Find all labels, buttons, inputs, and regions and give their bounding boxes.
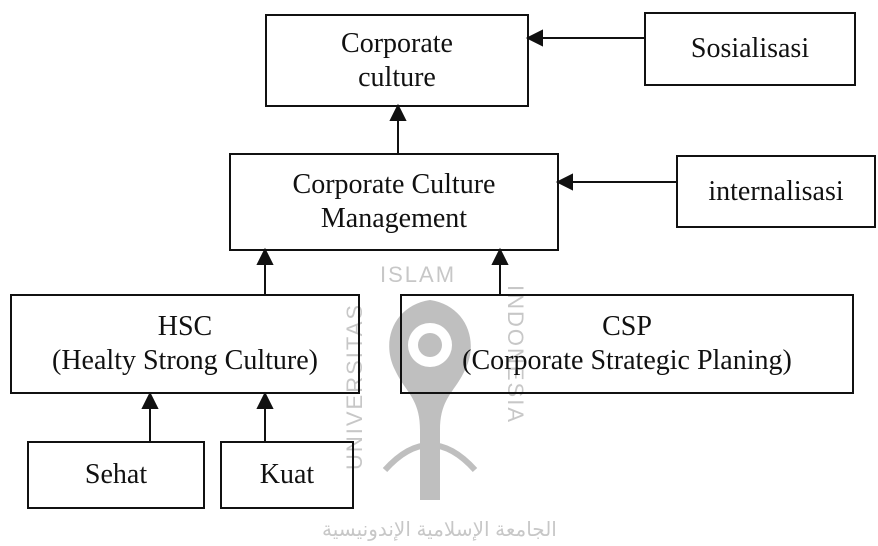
csp-subtitle: (Corporate Strategic Planing) (462, 345, 792, 376)
corporate-culture-box: Corporate culture (265, 14, 529, 107)
arrowhead-csp-to-management (491, 247, 509, 265)
csp-title: CSP (602, 311, 652, 342)
arrowhead-internalisasi (555, 173, 573, 191)
arrowhead-sosialisasi (525, 29, 543, 47)
kuat-label: Kuat (259, 459, 315, 490)
sehat-box: Sehat (27, 441, 205, 509)
hsc-box: HSC (Healty Strong Culture) (10, 294, 360, 394)
hsc-title: HSC (157, 311, 213, 342)
corporate-culture-line2: culture (358, 61, 436, 93)
watermark-right-text: INDONESIA (503, 285, 528, 424)
arrowhead-hsc-to-management (256, 247, 274, 265)
hsc-subtitle: (Healty Strong Culture) (52, 345, 318, 376)
internalisasi-box: internalisasi (676, 155, 876, 228)
arrowhead-management-to-culture (389, 103, 407, 121)
culture-management-line1: Corporate Culture (292, 169, 496, 200)
csp-box: CSP (Corporate Strategic Planing) (400, 294, 854, 394)
watermark-arabic-text: الجامعة الإسلامية الإندونيسية (322, 519, 557, 541)
sosialisasi-label: Sosialisasi (690, 33, 810, 64)
culture-management-box: Corporate Culture Management (229, 153, 559, 251)
sehat-label: Sehat (84, 459, 148, 490)
arrowhead-kuat-to-hsc (256, 391, 274, 409)
corporate-culture-line1: Corporate (341, 27, 453, 59)
internalisasi-label: internalisasi (708, 175, 844, 207)
sosialisasi-box: Sosialisasi (644, 12, 856, 86)
watermark-top-text: ISLAM (380, 262, 456, 287)
culture-management-line2: Management (320, 203, 468, 234)
arrowhead-sehat-to-hsc (141, 391, 159, 409)
kuat-box: Kuat (220, 441, 354, 509)
